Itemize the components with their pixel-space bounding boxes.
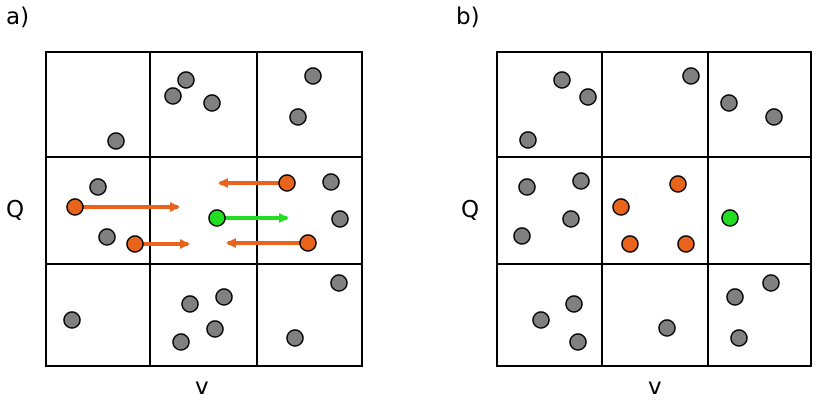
- gray-point: [177, 71, 195, 89]
- gray-point: [532, 311, 550, 329]
- orange-point: [299, 234, 317, 252]
- gray-point: [765, 108, 783, 126]
- panel-a-xlabel: v: [195, 374, 209, 400]
- gray-point: [762, 274, 780, 292]
- gray-point: [658, 319, 676, 337]
- orange-point: [677, 235, 695, 253]
- gray-point: [569, 333, 587, 351]
- gray-point: [289, 108, 307, 126]
- panel-a-arrows: [75, 178, 308, 249]
- gray-point: [730, 329, 748, 347]
- gray-point: [518, 178, 536, 196]
- gray-point: [562, 210, 580, 228]
- gray-point: [572, 172, 590, 190]
- gray-point: [286, 329, 304, 347]
- panel-a-ylabel: Q: [6, 197, 25, 223]
- orange-point: [278, 174, 296, 192]
- gray-point: [322, 173, 340, 191]
- gray-point: [331, 210, 349, 228]
- gray-point: [519, 131, 537, 149]
- orange-point: [66, 198, 84, 216]
- panel-a-points: [63, 67, 349, 351]
- gray-point: [579, 88, 597, 106]
- gray-point: [206, 320, 224, 338]
- gray-point: [720, 94, 738, 112]
- panel-b-ylabel: Q: [461, 197, 480, 223]
- gray-point: [513, 227, 531, 245]
- gray-point: [107, 132, 125, 150]
- gray-point: [304, 67, 322, 85]
- gray-point: [63, 311, 81, 329]
- gray-point: [553, 71, 571, 89]
- gray-point: [98, 228, 116, 246]
- gray-point: [682, 67, 700, 85]
- gray-point: [565, 295, 583, 313]
- gray-point: [89, 178, 107, 196]
- panel-b-xlabel: v: [648, 374, 662, 400]
- gray-point: [726, 288, 744, 306]
- orange-point: [612, 198, 630, 216]
- green-point: [721, 209, 739, 227]
- gray-point: [181, 295, 199, 313]
- gray-point: [164, 87, 182, 105]
- orange-point: [621, 235, 639, 253]
- green-point: [208, 209, 226, 227]
- gray-point: [203, 94, 221, 112]
- gray-point: [172, 333, 190, 351]
- panel-a-label: a): [6, 4, 30, 30]
- gray-point: [330, 274, 348, 292]
- panel-b-points: [513, 67, 783, 351]
- panel-b-label: b): [456, 4, 480, 30]
- orange-point: [669, 175, 687, 193]
- orange-point: [126, 235, 144, 253]
- panel-b-grid: [496, 51, 812, 367]
- gray-point: [215, 288, 233, 306]
